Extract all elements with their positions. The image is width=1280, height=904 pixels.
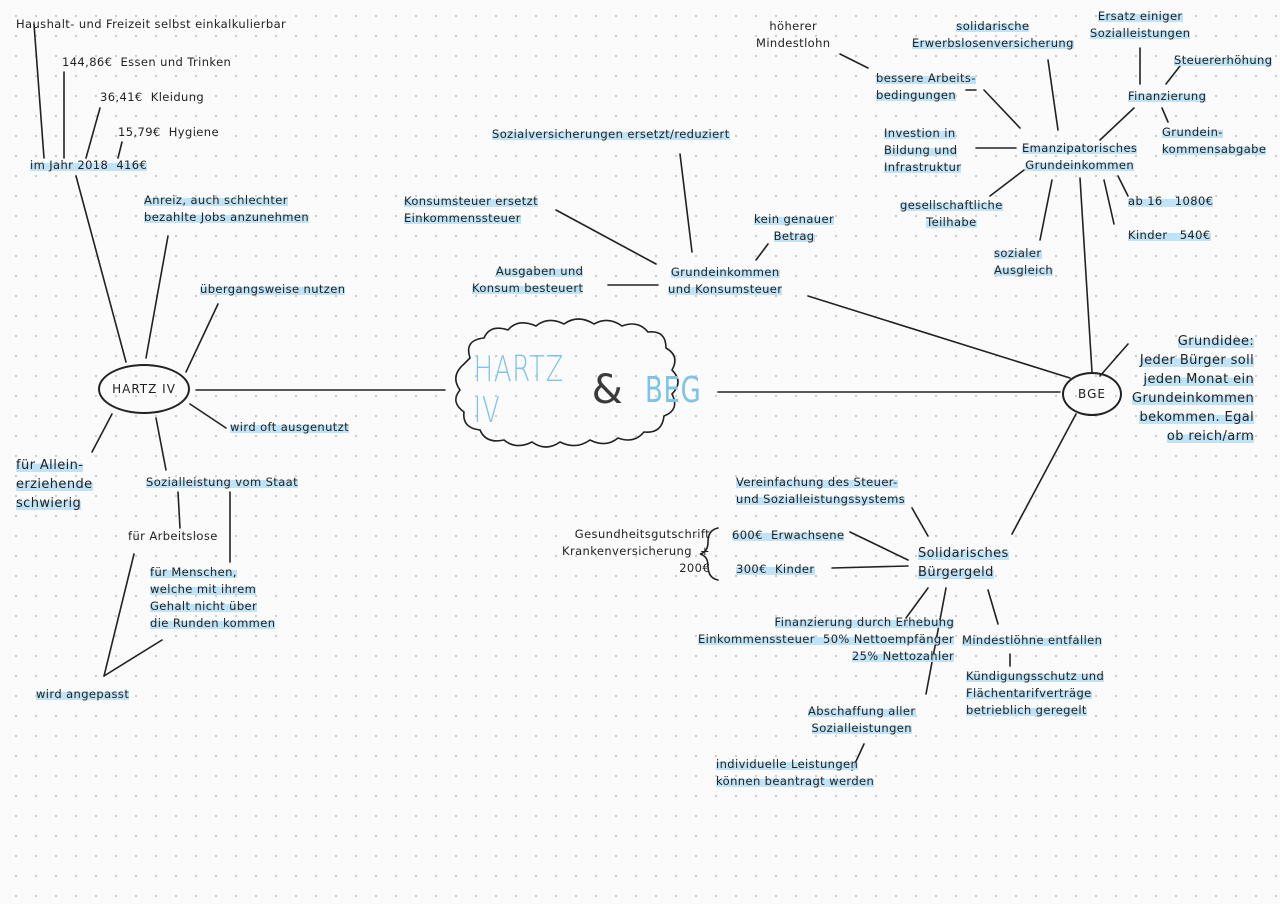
emancipatory-solidarity-insurance: solidarische Erwerbslosenversicherung [912, 19, 1074, 50]
bge-node-label: BGE [1078, 387, 1106, 401]
emancipatory-node: Emanzipatorisches Grundeinkommen [1022, 141, 1138, 172]
hartz-hygiene: 15,79€ Hygiene [118, 125, 219, 139]
consumption-node: Grundeinkommen und Konsumsteuer [668, 265, 783, 296]
solidarity-kids: 300€ Kinder [736, 562, 815, 576]
consumption-no-amount: kein genauer Betrag [754, 212, 835, 243]
emancipatory-replace: Ersatz einiger Sozialleistungen [1090, 9, 1191, 40]
hartz-incentive: Anreiz, auch schlechter bezahlte Jobs an… [144, 193, 310, 224]
central-title: HARTZ IV & BEG [470, 349, 702, 431]
solidarity-individual: individuelle Leistungen können beantragt… [716, 757, 875, 788]
hartz-clothing: 36,41€ Kleidung [100, 90, 205, 104]
solidarity-dismissal: Kündigungsschutz und Flächentarifverträg… [966, 669, 1105, 717]
hartz-low-income: für Menschen, welche mit ihrem Gehalt ni… [150, 565, 276, 630]
solidarity-adults: 600€ Erwachsene [732, 528, 845, 542]
hartz-adjusted: wird angepasst [36, 687, 130, 701]
title-hartz: HARTZ IV [473, 349, 565, 431]
emancipatory-from16: ab 16 1080€ [1128, 194, 1214, 208]
hartz-budget-note: Haushalt- und Freizeit selbst einkalkuli… [16, 17, 287, 31]
consumption-taxed: Ausgaben und Konsum besteuert [472, 264, 584, 295]
hartz-node: HARTZ IV [98, 364, 190, 414]
consumption-tax-replace: Konsumsteuer ersetzt Einkommenssteuer [404, 194, 539, 225]
emancipatory-social-balance: sozialer Ausgleich [994, 246, 1054, 277]
emancipatory-tax-increase: Steuererhöhung [1174, 53, 1273, 67]
title-ampersand: & [591, 367, 624, 413]
bge-node: BGE [1062, 372, 1122, 416]
solidarity-simplify: Vereinfachung des Steuer- und Sozialleis… [736, 475, 906, 506]
solidarity-node: Solidarisches Bürgergeld [918, 546, 1009, 580]
emancipatory-financing: Finanzierung [1128, 89, 1207, 103]
hartz-single-parents: für Allein- erziehende schwierig [16, 458, 93, 511]
emancipatory-participation: gesellschaftliche Teilhabe [900, 198, 1003, 229]
bge-idea: Grundidee: Jeder Bürger soll jeden Monat… [1132, 334, 1255, 444]
hartz-node-label: HARTZ IV [112, 382, 176, 396]
hartz-budget-total: im Jahr 2018 416€ [30, 158, 148, 172]
hartz-unemployed: für Arbeitslose [128, 529, 218, 543]
solidarity-financing: Finanzierung durch Erhebung Einkommensst… [698, 615, 955, 663]
consumption-insurances: Sozialversicherungen ersetzt/reduziert [492, 127, 730, 141]
hartz-food: 144,86€ Essen und Trinken [62, 55, 232, 69]
emancipatory-investment: Investion in Bildung und Infrastruktur [884, 126, 962, 174]
title-cloud [455, 318, 679, 448]
solidarity-min-wage: Mindestlöhne entfallen [962, 633, 1103, 647]
solidarity-abolish: Abschaffung aller Sozialleistungen [808, 704, 916, 735]
emancipatory-higher-wage: höherer Mindestlohn [756, 19, 831, 50]
title-beg: BEG [644, 369, 702, 411]
emancipatory-children: Kinder 540€ [1128, 228, 1211, 242]
emancipatory-land-tax: Grundein- kommensabgabe [1162, 125, 1267, 156]
hartz-abused: wird oft ausgenutzt [230, 420, 350, 434]
solidarity-health-credit: Gesundheitsgutschrift Krankenversicherun… [562, 527, 711, 575]
hartz-social-benefit: Sozialleistung vom Staat [146, 475, 299, 489]
hartz-transitional: übergangsweise nutzen [200, 282, 346, 296]
emancipatory-better-conditions: bessere Arbeits- bedingungen [876, 71, 976, 102]
